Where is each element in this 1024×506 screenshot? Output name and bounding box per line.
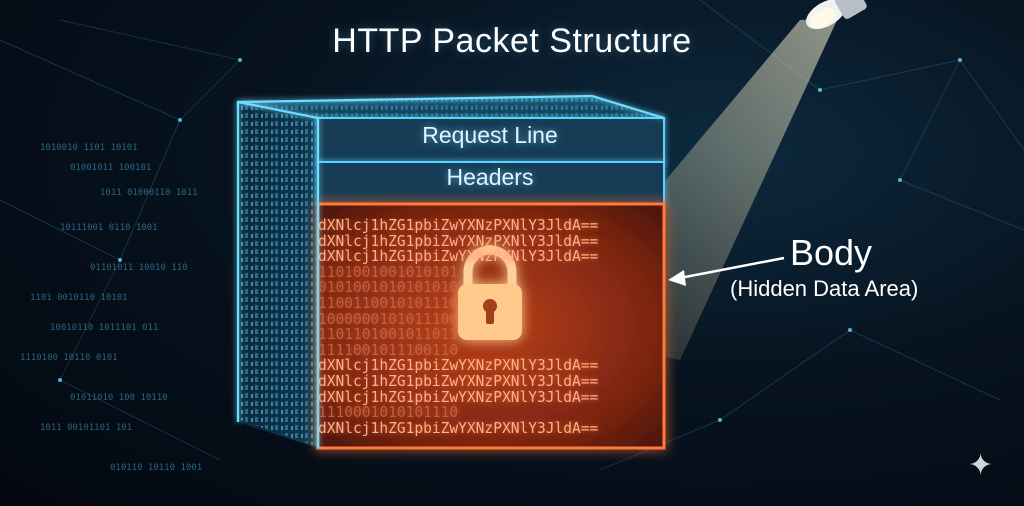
svg-text:10111001 0110 1001: 10111001 0110 1001 [60,223,158,233]
padlock-icon [458,245,522,340]
body-data-line: dXNlcj1hZG1pbiZwYXNzPXNlY3JldA== [318,356,599,375]
request-line-label: Request Line [422,122,558,148]
callout-arrow [668,256,785,286]
headers-section [317,161,665,205]
body-data-line: 0101001010101010 [318,278,459,297]
body-data-line: 1110001010101110 [318,403,459,422]
body-data-line: dXNlcj1hZG1pbiZwYXNzPXNlY3JldA== [318,218,599,234]
svg-text:1011 01000110 1011: 1011 01000110 1011 [100,188,198,198]
svg-text:10010110 1011101 011: 10010110 1011101 011 [50,323,158,333]
body-callout-sublabel: (Hidden Data Area) [730,276,919,301]
svg-text:1010010 1101 10101: 1010010 1101 10101 [40,143,138,153]
svg-text:010110 10110 1001: 010110 10110 1001 [110,463,202,473]
svg-text:1101 0010110 10101: 1101 0010110 10101 [30,293,128,303]
svg-text:1110100 10110 0101: 1110100 10110 0101 [20,353,118,363]
body-data-line: dXNlcj1hZG1pbiZwYXNzPXNlY3JldA== [318,231,599,250]
body-data-line: 1000000101011100 [318,309,459,328]
network-nodes [58,58,962,422]
body-data-line: dXNlcj1hZG1pbiZwYXNzPXNlY3JldA== [318,247,599,266]
body-data-line: 1101101001011011 [318,325,459,344]
request-line-section [317,117,665,163]
body-encoded-data: dXNlcj1hZG1pbiZwYXNzPXNlY3JldA==dXNlcj1h… [318,218,664,440]
headers-label: Headers [446,164,534,190]
body-data-line: dXNlcj1hZG1pbiZwYXNzPXNlY3JldA== [318,418,599,437]
body-data-line: dXNlcj1hZG1pbiZwYXNzPXNlY3JldA== [318,387,599,406]
svg-text:01101011 10010 110: 01101011 10010 110 [90,263,188,273]
diagram-title: HTTP Packet Structure [332,22,692,60]
svg-text:01001011 100101: 01001011 100101 [70,163,151,173]
body-data-line: 1100110010101110 [318,293,459,312]
sparkle-icon: ✦ [968,449,994,482]
spotlight-icon [806,0,867,30]
body-callout-label: Body [790,232,873,273]
svg-text:01011010 100 10110: 01011010 100 10110 [70,393,168,403]
packet-frame [236,94,665,448]
binary-stream-decoration: 1010010 1101 10101 01001011 100101 1011 … [20,143,202,473]
body-data-line: 1111001011100110 [318,340,459,359]
body-data-line: dXNlcj1hZG1pbiZwYXNzPXNlY3JldA== [318,371,599,390]
body-data-line: 1101001001010101 [318,262,459,281]
svg-text:1011 00101101 101: 1011 00101101 101 [40,423,132,433]
